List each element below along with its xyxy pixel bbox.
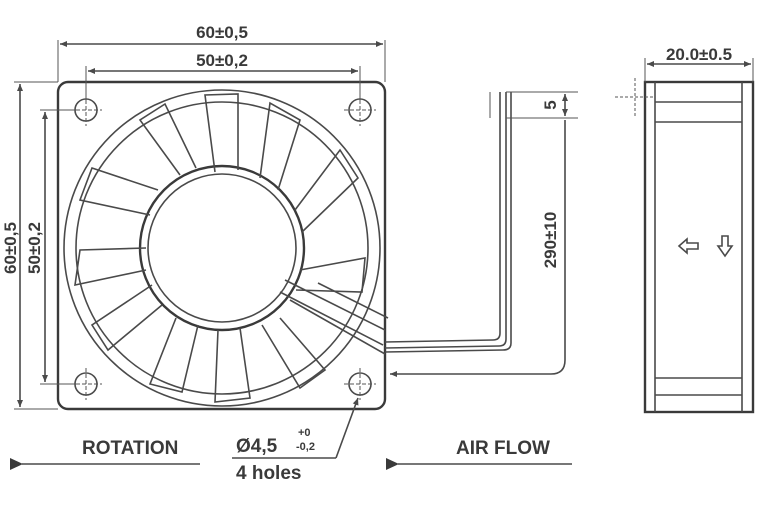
fan-hub-inner: [147, 173, 297, 323]
airflow-label: AIR FLOW: [456, 438, 550, 459]
dim-hole-height-line: [40, 109, 76, 385]
dim-depth: 20.0±0.5: [666, 45, 732, 64]
side-body: [643, 80, 755, 414]
airflow-direction-icon: [716, 235, 734, 258]
dim-cable-length-line: [390, 120, 566, 377]
dim-outer-height: 60±0,5: [1, 222, 20, 274]
hole-tolerance-plus: +0: [298, 427, 311, 439]
fan-outer-ring: [63, 89, 381, 407]
rotation-label: ROTATION: [82, 438, 178, 459]
fan-hub: [138, 164, 306, 332]
dim-outer-width-line: [57, 40, 386, 82]
crosshair-mark-icon: [615, 78, 655, 118]
cable: [384, 92, 512, 353]
dim-outer-width: 60±0,5: [196, 23, 248, 42]
airflow-legend: AIR FLOW: [386, 438, 572, 470]
hole-tolerance-minus: -0,2: [296, 441, 315, 453]
hole-count: 4 holes: [236, 463, 301, 484]
side-view: 20.0±0.5: [615, 45, 755, 414]
dim-depth-line: [644, 58, 754, 82]
cable-strain-relief: [279, 279, 389, 355]
dim-hole-spacing-height: 50±0,2: [25, 222, 44, 274]
mounting-hole-br: [344, 368, 376, 400]
dim-cable-strip-line: [506, 91, 578, 119]
dim-hole-spacing-width: 50±0,2: [196, 51, 248, 70]
dim-cable-strip: 5: [541, 100, 560, 109]
hole-diameter: Ø4,5: [236, 436, 278, 457]
fan-blades: [74, 93, 366, 403]
dim-hole-width-line: [85, 66, 361, 100]
front-view: 60±0,5 50±0,2 60±0,5 50±0,2: [1, 23, 578, 484]
fan-frame: [56, 80, 387, 411]
rotation-direction-icon: [677, 237, 699, 255]
fan-inner-ring: [75, 101, 369, 395]
dim-cable-length: 290±10: [541, 212, 560, 269]
hole-callout-leader: [232, 397, 359, 459]
rotation-legend: ROTATION: [9, 438, 200, 470]
dim-outer-height-line: [14, 81, 58, 410]
